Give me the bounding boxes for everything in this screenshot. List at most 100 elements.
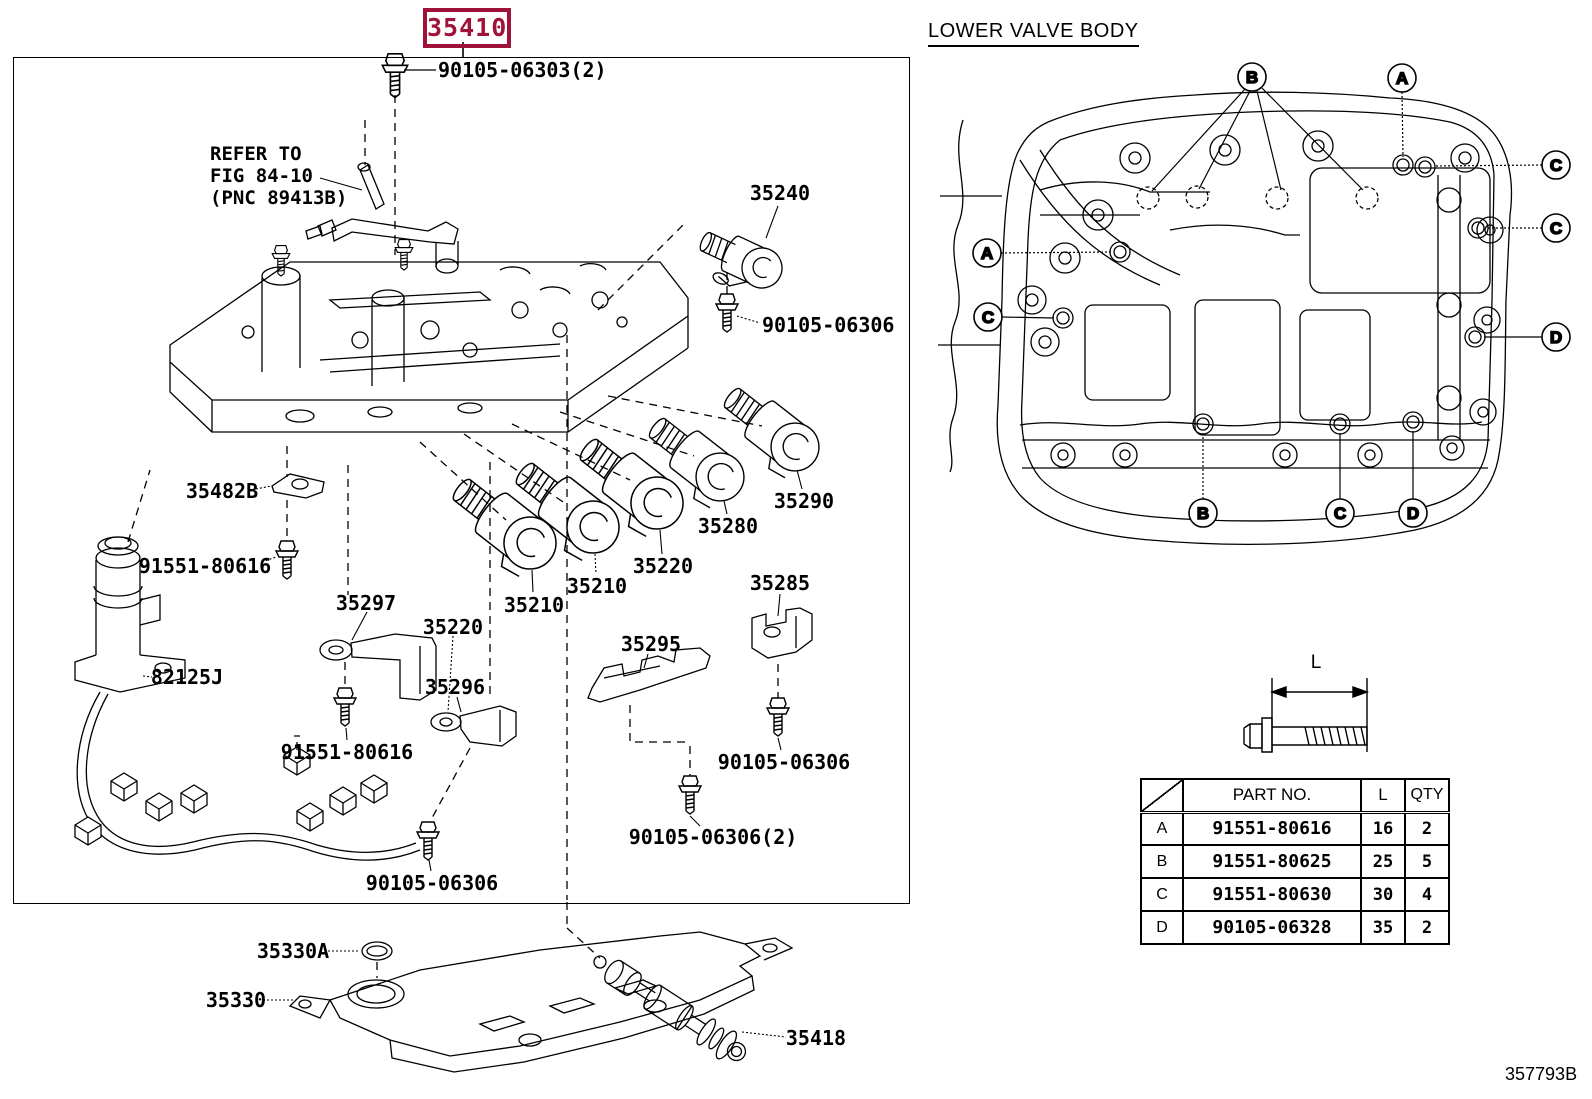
callout-D-bottom: D xyxy=(1398,498,1428,528)
part-label-35330: 35330 xyxy=(205,988,267,1012)
part-label-91551-80616-a: 91551-80616 xyxy=(138,554,272,578)
callout-leaders xyxy=(1000,87,1543,499)
svg-text:B: B xyxy=(1197,504,1209,523)
row-id: A xyxy=(1140,811,1184,846)
refer-to-note: REFER TO FIG 84-10 (PNC 89413B) xyxy=(210,143,347,209)
row-length: 35 xyxy=(1360,910,1406,945)
selected-part-number-box[interactable]: 35410 xyxy=(423,8,511,48)
col-header-l: L xyxy=(1360,778,1406,813)
row-id: C xyxy=(1140,877,1184,912)
svg-text:C: C xyxy=(1550,156,1562,175)
table-row: D 90105-06328 35 2 xyxy=(1140,910,1450,945)
callout-C-bottom: C xyxy=(1325,498,1355,528)
svg-text:C: C xyxy=(1550,219,1562,238)
detent-lever xyxy=(305,162,459,274)
note-line-1: REFER TO xyxy=(210,143,302,165)
dimension-label-L: L xyxy=(1310,652,1322,673)
table-row: B 91551-80625 25 5 xyxy=(1140,844,1450,879)
bolt-length-diagram xyxy=(1243,678,1370,753)
row-qty: 5 xyxy=(1404,844,1450,879)
row-qty: 2 xyxy=(1404,910,1450,945)
bracket-35296 xyxy=(430,705,517,747)
row-id: D xyxy=(1140,910,1184,945)
row-length: 25 xyxy=(1360,844,1406,879)
row-qty: 2 xyxy=(1404,811,1450,846)
part-label-35418: 35418 xyxy=(785,1026,847,1050)
bolt-bosses xyxy=(1017,130,1504,468)
valve-body xyxy=(169,239,689,434)
callout-A-left: A xyxy=(972,238,1002,268)
part-label-90105-06306-b: 90105-06306 xyxy=(365,871,499,895)
callout-target-holes xyxy=(1052,154,1489,435)
row-part-no: 91551-80630 xyxy=(1182,877,1362,912)
bolt-spec-table: PART NO. L QTY A 91551-80616 16 2 B 9155… xyxy=(1140,778,1450,945)
part-label-35295: 35295 xyxy=(620,632,682,656)
section-title-lower-valve-body: LOWER VALVE BODY xyxy=(928,20,1139,47)
col-header-qty: QTY xyxy=(1404,778,1450,813)
hidden-bolt-holes xyxy=(1136,185,1379,210)
callout-A-top: A xyxy=(1387,63,1417,93)
figure-code: 357793B xyxy=(1505,1064,1578,1084)
part-label-35280: 35280 xyxy=(697,514,759,538)
table-row: C 91551-80630 30 4 xyxy=(1140,877,1450,912)
part-label-35296: 35296 xyxy=(424,675,486,699)
o-ring-35330A xyxy=(361,941,393,961)
part-label-90105-06306-a: 90105-06306 xyxy=(762,313,895,337)
bracket-35295 xyxy=(587,647,711,703)
row-length: 16 xyxy=(1360,811,1406,846)
torn-edge xyxy=(949,119,964,473)
row-id: B xyxy=(1140,844,1184,879)
main-diagram-border xyxy=(13,57,910,904)
callout-D-right: D xyxy=(1541,322,1571,352)
accumulator-35418 xyxy=(604,959,747,1062)
valve-body-assembly xyxy=(74,52,830,1073)
col-header-part-no: PART NO. xyxy=(1182,778,1362,813)
callout-circles: B A C C D A C B C D xyxy=(972,62,1571,528)
row-part-no: 90105-06328 xyxy=(1182,910,1362,945)
assembly-dashed-lines xyxy=(127,95,779,978)
part-label-90105-06306-d: 90105-06306(2) xyxy=(628,825,798,849)
part-label-35210-b: 35210 xyxy=(503,593,565,617)
table-corner-cell xyxy=(1140,778,1184,813)
callout-C-left: C xyxy=(973,302,1003,332)
bracket-35285 xyxy=(751,607,813,659)
part-label-90105-06306-c: 90105-06306 xyxy=(717,750,851,774)
part-label-35220-b: 35220 xyxy=(422,615,484,639)
part-label-91551-80616-b: 91551-80616 xyxy=(280,740,414,764)
svg-text:C: C xyxy=(1334,504,1346,523)
table-header-row: PART NO. L QTY xyxy=(1140,778,1450,813)
svg-text:A: A xyxy=(981,244,993,263)
part-label-35210-a: 35210 xyxy=(566,574,628,598)
lower-valve-body-drawing xyxy=(938,87,1543,545)
label-leaders xyxy=(142,205,803,1038)
row-qty: 4 xyxy=(1404,877,1450,912)
part-label-35297: 35297 xyxy=(335,591,397,615)
svg-text:B: B xyxy=(1246,68,1258,87)
part-label-35220-a: 35220 xyxy=(632,554,694,578)
callout-C-right-2: C xyxy=(1541,213,1571,243)
wire-harness-82125J xyxy=(74,536,421,861)
callout-B-bottom: B xyxy=(1188,498,1218,528)
callout-C-right-1: C xyxy=(1541,150,1571,180)
part-label-35290: 35290 xyxy=(773,489,835,513)
oil-strainer-35330 xyxy=(288,931,794,1073)
bracket-35297 xyxy=(319,633,437,701)
solenoid-35240 xyxy=(699,231,783,289)
callout-B-top: B xyxy=(1237,62,1267,92)
svg-text:C: C xyxy=(982,308,994,327)
bracket-35482B xyxy=(271,473,325,499)
part-label-35240: 35240 xyxy=(749,181,811,205)
part-label-90105-06303: 90105-06303(2) xyxy=(438,58,607,82)
svg-text:D: D xyxy=(1407,504,1419,523)
part-label-35482B: 35482B xyxy=(185,479,259,503)
note-line-3: (PNC 89413B) xyxy=(210,187,348,209)
part-label-82125J: 82125J xyxy=(150,665,224,689)
svg-text:A: A xyxy=(1396,69,1408,88)
row-part-no: 91551-80616 xyxy=(1182,811,1362,846)
svg-text:D: D xyxy=(1550,328,1562,347)
row-part-no: 91551-80625 xyxy=(1182,844,1362,879)
note-line-2: FIG 84-10 xyxy=(210,165,313,187)
part-label-35330A: 35330A xyxy=(256,939,330,963)
